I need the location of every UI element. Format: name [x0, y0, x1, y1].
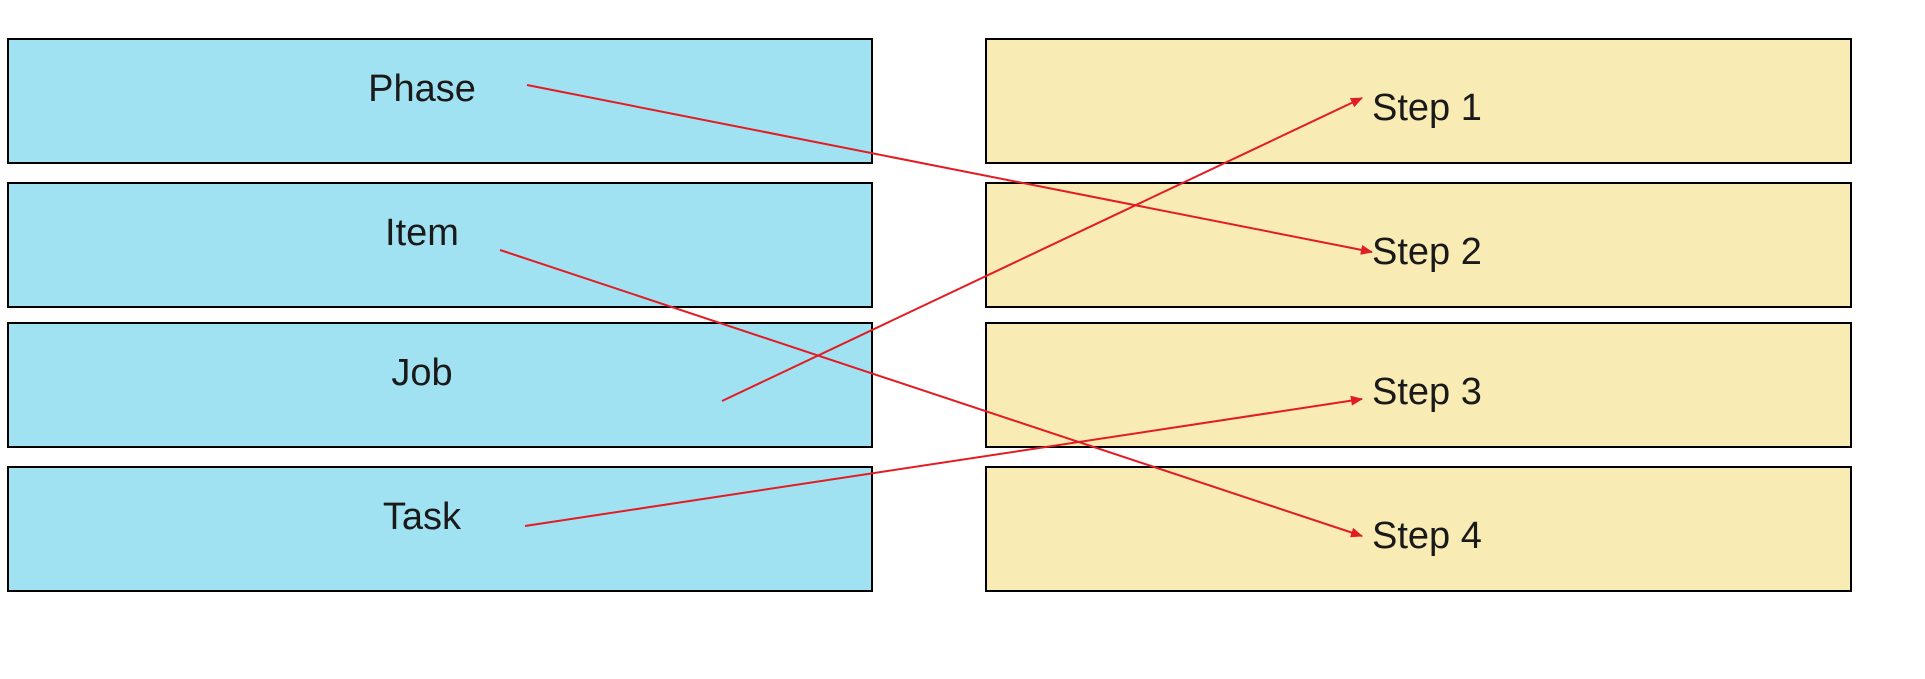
left-label-phase: Phase	[368, 67, 476, 110]
left-box-task[interactable]: Task	[7, 466, 873, 592]
right-label-step-3: Step 3	[1372, 370, 1482, 413]
left-box-phase[interactable]: Phase	[7, 38, 873, 164]
left-box-job[interactable]: Job	[7, 322, 873, 448]
right-label-step-4: Step 4	[1372, 514, 1482, 557]
right-box-step-1[interactable]: Step 1	[985, 38, 1852, 164]
left-label-job: Job	[391, 351, 453, 394]
right-box-step-4[interactable]: Step 4	[985, 466, 1852, 592]
right-label-step-1: Step 1	[1372, 86, 1482, 129]
left-label-task: Task	[382, 495, 462, 538]
right-label-step-2: Step 2	[1372, 230, 1482, 273]
right-box-step-3[interactable]: Step 3	[985, 322, 1852, 448]
left-label-item: Item	[385, 211, 459, 254]
right-box-step-2[interactable]: Step 2	[985, 182, 1852, 308]
left-box-item[interactable]: Item	[7, 182, 873, 308]
